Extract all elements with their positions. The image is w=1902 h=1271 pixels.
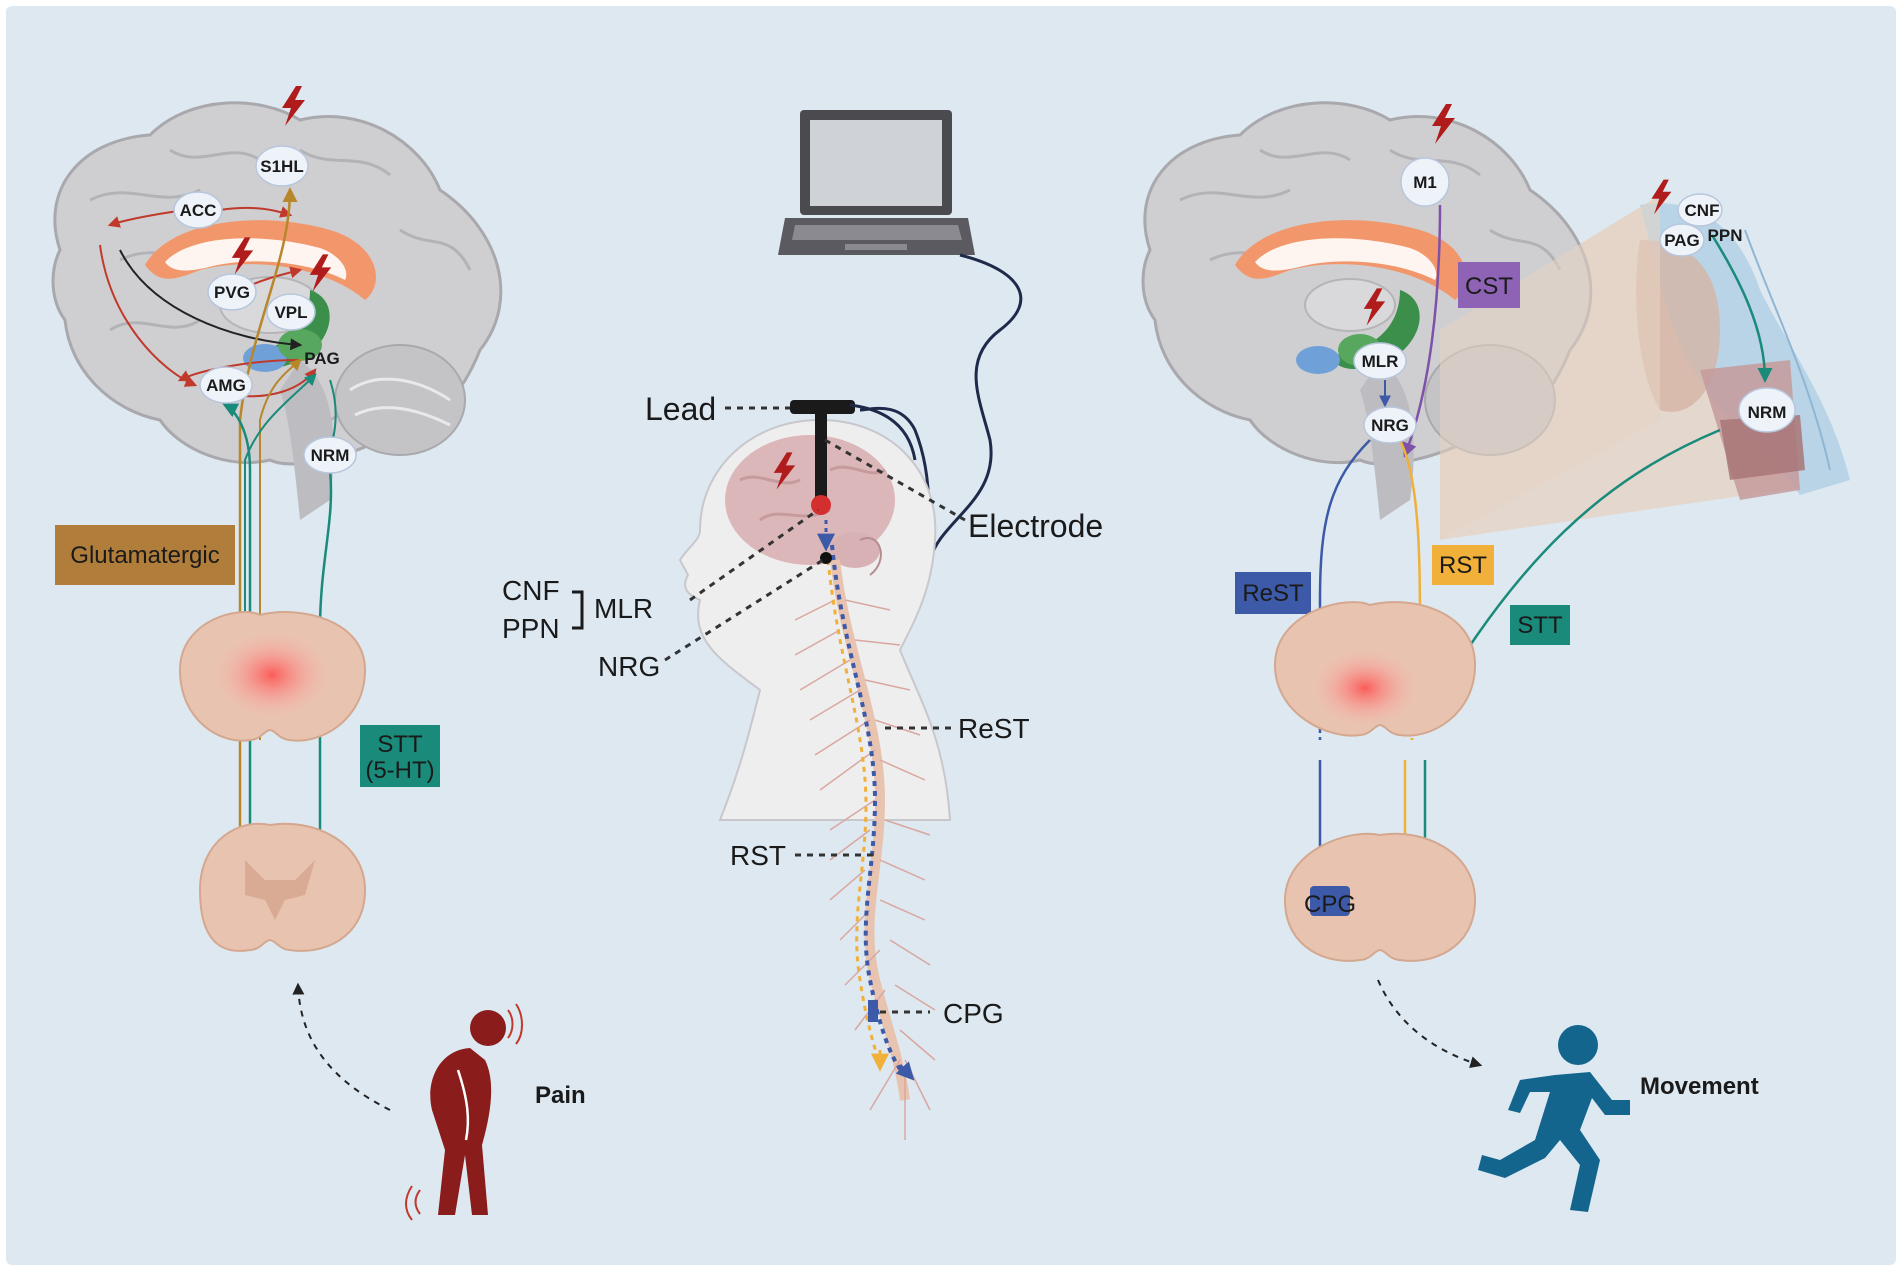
cst-box: CST — [1458, 262, 1520, 308]
left-spinal-section-upper — [178, 611, 367, 742]
stt-label-line2: (5-HT) — [365, 757, 434, 784]
region-label-nrm-right: NRM — [1748, 403, 1787, 422]
left-region-amg: AMG — [199, 366, 253, 404]
region-label-pag: PAG — [304, 349, 340, 368]
rst-box: RST — [1432, 545, 1494, 585]
left-region-vpl: VPL — [266, 293, 316, 331]
rst-tract — [826, 559, 882, 1066]
movement-label: Movement — [1640, 1073, 1759, 1100]
left-region-nrm: NRM — [303, 436, 357, 474]
stt-5ht-box: STT (5-HT) — [360, 725, 440, 787]
stt-box: STT — [1510, 605, 1570, 645]
rst-label-right: RST — [1439, 552, 1487, 579]
right-region-nrg: NRG — [1363, 406, 1417, 444]
head-icon — [678, 418, 952, 821]
right-spinal-section-upper — [1273, 601, 1477, 737]
pain-label: Pain — [535, 1082, 586, 1109]
glutamatergic-box: Glutamatergic — [55, 525, 235, 585]
right-region-cnf: CNF — [1677, 193, 1723, 227]
region-label-pag: PAG — [1664, 231, 1700, 250]
region-label-ppn: PPN — [1708, 226, 1743, 245]
rest-box: ReST — [1235, 572, 1311, 614]
cord-to-movement-arrow — [1377, 979, 1483, 1068]
cpg-label: CPG — [943, 998, 1004, 1029]
electrode-label: Electrode — [968, 508, 1103, 544]
region-label-vpl: VPL — [274, 303, 307, 322]
left-brain — [51, 101, 503, 520]
region-label-nrm: NRM — [311, 446, 350, 465]
right-spinal-section-lower: CPG — [1283, 832, 1477, 962]
rst-label: RST — [730, 840, 786, 871]
left-region-pvg: PVG — [207, 273, 257, 311]
region-label-m1: M1 — [1413, 173, 1437, 192]
right-region-nrm: NRM — [1738, 387, 1796, 433]
region-label-acc: ACC — [180, 201, 217, 220]
region-label-amg: AMG — [206, 376, 246, 395]
right-region-mlr: MLR — [1353, 342, 1407, 380]
nrg-label: NRG — [598, 651, 660, 682]
mlr-bracket — [572, 590, 584, 630]
running-person-icon — [1478, 1025, 1630, 1212]
spinal-cord-nerves — [794, 559, 936, 1140]
center-leader-lines — [664, 406, 966, 1014]
rest-label-right: ReST — [1242, 580, 1304, 607]
nrg-point — [820, 552, 832, 564]
region-label-cnf: CNF — [1685, 201, 1720, 220]
stt-label-right: STT — [1517, 612, 1563, 639]
left-spinal-section-lower — [198, 822, 367, 952]
right-region-ppn: PPN — [1708, 226, 1743, 245]
left-region-pag: PAG — [304, 349, 340, 368]
cpg-label-right: CPG — [1304, 891, 1356, 918]
ppn-label: PPN — [502, 613, 560, 644]
cpg-marker — [868, 1000, 878, 1022]
left-region-acc: ACC — [173, 191, 223, 229]
cst-label: CST — [1465, 273, 1513, 300]
glutamatergic-label: Glutamatergic — [70, 542, 219, 569]
dbs-lead — [790, 400, 917, 515]
region-label-pvg: PVG — [214, 283, 250, 302]
stt-label-line1: STT — [377, 731, 423, 758]
lead-label: Lead — [645, 391, 716, 427]
right-region-m1: M1 — [1400, 157, 1450, 207]
region-label-s1hl: S1HL — [260, 157, 303, 176]
rest-label: ReST — [958, 713, 1030, 744]
left-region-s1hl: S1HL — [255, 145, 309, 187]
region-label-mlr: MLR — [1362, 352, 1399, 371]
right-region-pag: PAG — [1659, 223, 1705, 257]
cnf-label: CNF — [502, 575, 560, 606]
mlr-label: MLR — [594, 593, 653, 624]
pain-to-cord-arrow — [292, 982, 391, 1111]
person-in-pain-icon — [405, 1003, 523, 1221]
laptop-icon — [778, 110, 975, 255]
region-label-nrg: NRG — [1371, 416, 1409, 435]
